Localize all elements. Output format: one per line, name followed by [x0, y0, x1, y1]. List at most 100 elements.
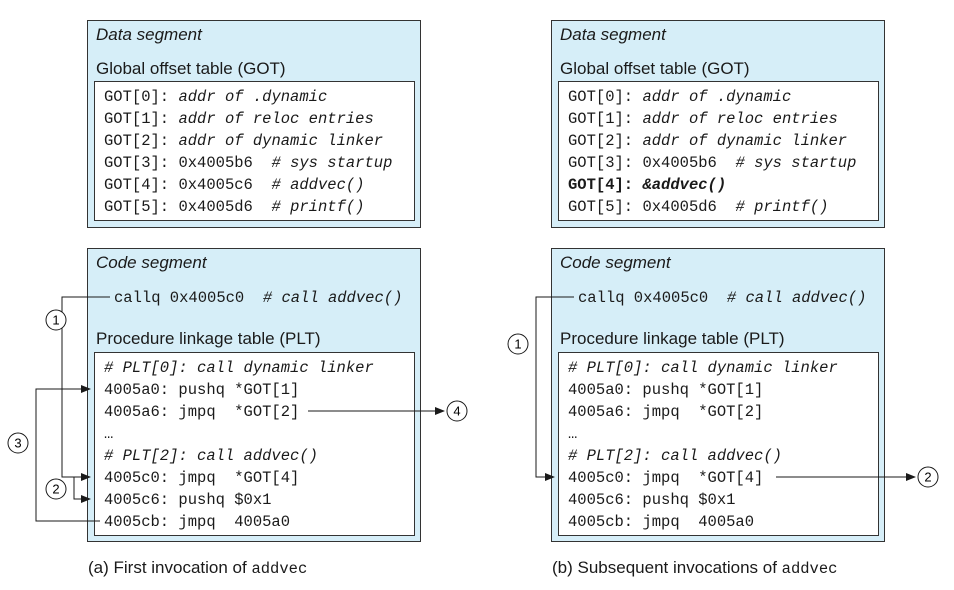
got-row: GOT[1]: addr of reloc entries	[568, 110, 838, 128]
right-data-segment: Data segment Global offset table (GOT) G…	[551, 20, 885, 228]
right-callq-line: callq 0x4005c0 # call addvec()	[578, 289, 866, 307]
right-code-segment: Code segment callq 0x4005c0 # call addve…	[551, 248, 885, 542]
got-row: GOT[2]: addr of dynamic linker	[104, 132, 383, 150]
got-row-updated: GOT[4]: &addvec()	[568, 176, 726, 194]
got-value: 0x4005d6	[178, 198, 253, 216]
step-marker-3	[7, 432, 29, 454]
plt-row: 4005a6: jmpq *GOT[2]	[568, 403, 763, 421]
right-plt-title: Procedure linkage table (PLT)	[560, 329, 785, 348]
plt-row: # PLT[0]: call dynamic linker	[568, 359, 838, 377]
got-row: GOT[4]: 0x4005c6 # addvec()	[104, 176, 364, 194]
got-label: GOT[4]:	[568, 176, 634, 194]
left-data-segment: Data segment Global offset table (GOT) G…	[87, 20, 421, 228]
plt-row: 4005a0: pushq *GOT[1]	[104, 381, 299, 399]
plt-code: 4005a6: jmpq *GOT[2]	[568, 403, 764, 421]
got-row: GOT[2]: addr of dynamic linker	[568, 132, 847, 150]
plt-row: 4005c6: pushq $0x1	[568, 491, 735, 509]
right-plt-table: # PLT[0]: call dynamic linker 4005a0: pu…	[558, 352, 879, 536]
left-got-title: Global offset table (GOT)	[96, 59, 286, 78]
callq-comment: # call addvec()	[726, 289, 867, 307]
callq-code: callq 0x4005c0	[114, 289, 245, 307]
step-marker-1	[507, 333, 529, 355]
plt-code: 4005c6: pushq $0x1	[568, 491, 736, 509]
plt-code: …	[104, 425, 114, 443]
got-label: GOT[2]:	[104, 132, 170, 150]
left-data-segment-title: Data segment	[96, 25, 202, 44]
plt-row: 4005c0: jmpq *GOT[4]	[104, 469, 299, 487]
plt-code: 4005c0: jmpq *GOT[4]	[104, 469, 300, 487]
got-comment: addr of .dynamic	[178, 88, 328, 106]
got-comment: # sys startup	[271, 154, 393, 172]
step-marker-2	[45, 478, 67, 500]
got-label: GOT[0]:	[568, 88, 634, 106]
caption-text: (b) Subsequent invocations of	[552, 558, 782, 577]
got-label: GOT[0]:	[104, 88, 170, 106]
got-row: GOT[0]: addr of .dynamic	[104, 88, 327, 106]
step-label: 4	[453, 404, 460, 419]
step-marker-4	[446, 400, 468, 422]
plt-code: 4005a0: pushq *GOT[1]	[104, 381, 300, 399]
got-comment: # printf()	[271, 198, 365, 216]
plt-code: 4005cb: jmpq 4005a0	[568, 513, 755, 531]
got-value: 0x4005b6	[642, 154, 717, 172]
plt-row: 4005a0: pushq *GOT[1]	[568, 381, 763, 399]
left-plt-table: # PLT[0]: call dynamic linker 4005a0: pu…	[94, 352, 415, 536]
got-comment: # printf()	[735, 198, 829, 216]
got-row: GOT[3]: 0x4005b6 # sys startup	[104, 154, 392, 172]
caption-code: addvec	[251, 560, 308, 578]
got-label: GOT[5]:	[104, 198, 170, 216]
right-data-segment-title: Data segment	[560, 25, 666, 44]
plt-row: 4005c6: pushq $0x1	[104, 491, 271, 509]
left-plt-title: Procedure linkage table (PLT)	[96, 329, 321, 348]
step-label: 2	[924, 470, 931, 485]
got-comment: # addvec()	[271, 176, 365, 194]
left-got-table: GOT[0]: addr of .dynamic GOT[1]: addr of…	[94, 81, 415, 221]
got-row: GOT[1]: addr of reloc entries	[104, 110, 374, 128]
got-label: GOT[3]:	[104, 154, 170, 172]
caption-code: addvec	[781, 560, 838, 578]
step-marker-1	[45, 309, 67, 331]
plt-comment: # PLT[2]: call addvec()	[104, 447, 318, 465]
plt-code: 4005c0: jmpq *GOT[4]	[568, 469, 764, 487]
step-label: 1	[52, 313, 59, 328]
got-label: GOT[5]:	[568, 198, 634, 216]
got-label: GOT[3]:	[568, 154, 634, 172]
plt-row: 4005a6: jmpq *GOT[2]	[104, 403, 299, 421]
step-label: 3	[14, 436, 21, 451]
left-code-segment-title: Code segment	[96, 253, 207, 272]
plt-row: 4005cb: jmpq 4005a0	[104, 513, 290, 531]
got-comment: addr of reloc entries	[178, 110, 374, 128]
plt-comment: # PLT[2]: call addvec()	[568, 447, 782, 465]
got-label: GOT[1]:	[104, 110, 170, 128]
left-caption: (a) First invocation of addvec	[88, 558, 307, 578]
got-row: GOT[3]: 0x4005b6 # sys startup	[568, 154, 856, 172]
got-value: &addvec()	[642, 176, 727, 194]
got-comment: # sys startup	[735, 154, 857, 172]
plt-code: 4005a0: pushq *GOT[1]	[568, 381, 764, 399]
got-comment: addr of .dynamic	[642, 88, 792, 106]
plt-row: …	[104, 425, 113, 443]
got-comment: addr of dynamic linker	[642, 132, 848, 150]
got-value: 0x4005d6	[642, 198, 717, 216]
got-comment: addr of dynamic linker	[178, 132, 384, 150]
left-code-segment: Code segment callq 0x4005c0 # call addve…	[87, 248, 421, 542]
got-value: 0x4005c6	[178, 176, 253, 194]
plt-row: …	[568, 425, 577, 443]
left-callq-line: callq 0x4005c0 # call addvec()	[114, 289, 402, 307]
got-row: GOT[5]: 0x4005d6 # printf()	[104, 198, 364, 216]
right-got-title: Global offset table (GOT)	[560, 59, 750, 78]
right-code-segment-title: Code segment	[560, 253, 671, 272]
plt-row: # PLT[0]: call dynamic linker	[104, 359, 374, 377]
got-comment: addr of reloc entries	[642, 110, 838, 128]
plt-code: …	[568, 425, 578, 443]
step-label: 2	[52, 482, 59, 497]
plt-row: 4005cb: jmpq 4005a0	[568, 513, 754, 531]
got-row: GOT[0]: addr of .dynamic	[568, 88, 791, 106]
got-label: GOT[4]:	[104, 176, 170, 194]
plt-row: 4005c0: jmpq *GOT[4]	[568, 469, 763, 487]
plt-comment: # PLT[0]: call dynamic linker	[568, 359, 838, 377]
got-label: GOT[1]:	[568, 110, 634, 128]
step-marker-2	[917, 466, 939, 488]
plt-row: # PLT[2]: call addvec()	[568, 447, 782, 465]
